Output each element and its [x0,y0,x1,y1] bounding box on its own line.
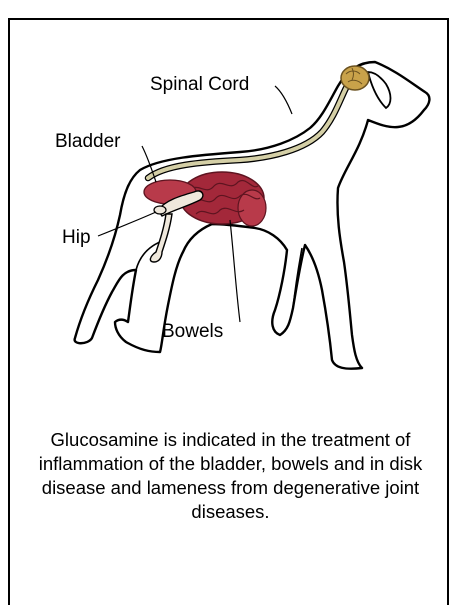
front-leg-line [293,248,302,308]
bowels-leader [230,220,240,322]
dog-ear [368,72,391,108]
brain-shape [341,66,369,90]
bladder-label: Bladder [55,132,121,151]
caption-text: Glucosamine is indicated in the treatmen… [38,428,423,524]
hip-label: Hip [62,228,91,247]
hip-leader [98,212,156,236]
bowels-label: Bowels [162,322,223,341]
spinal-cord-leader [275,86,292,114]
spinal-cord-label: Spinal Cord [150,75,249,94]
